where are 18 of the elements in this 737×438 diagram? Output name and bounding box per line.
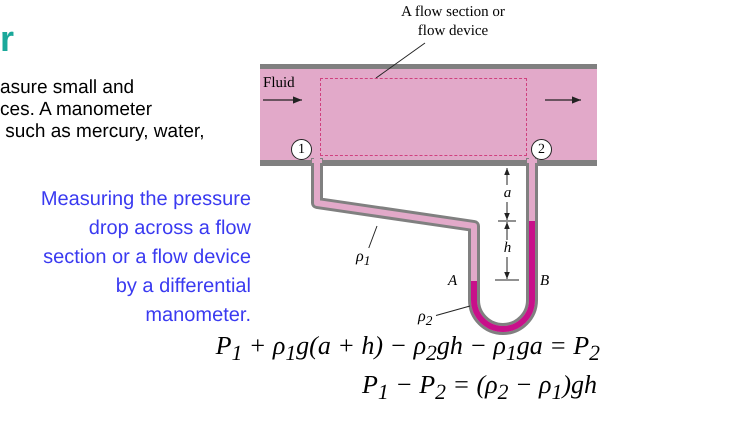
density-label: ρ$_{2}$ — [418, 308, 436, 328]
dimension-label: a — [502, 185, 513, 202]
density-label: ρ$_{1}$ — [356, 248, 374, 268]
equation: P$_{1}$ + ρ$_{1}$g(a + h) − ρ$_{2}$gh − ρ$_{1}$ga = P$_{2}$ — [214, 331, 600, 366]
figure-caption: Measuring the pressure drop across a flow section or a flow device by a differential manometer. — [40, 187, 251, 328]
slide-title: r — [0, 18, 16, 60]
equation: P$_{1}$ − P$_{2}$ = (ρ$_{2}$ − ρ$_{1}$)gh — [360, 370, 597, 406]
flow-section-box — [320, 78, 527, 156]
body-text: asure small and — [0, 77, 136, 99]
dimension-label: h — [502, 240, 513, 257]
fluid-label: Fluid — [263, 75, 296, 92]
point-label: A — [448, 273, 458, 290]
point-label: B — [540, 273, 550, 290]
callout-text: A flow section or flow device — [396, 3, 510, 43]
body-text: such as mercury, water, — [4, 121, 206, 143]
body-text: ces. A manometer — [0, 99, 154, 121]
leader-line — [368, 226, 378, 248]
leader-line — [436, 306, 470, 316]
